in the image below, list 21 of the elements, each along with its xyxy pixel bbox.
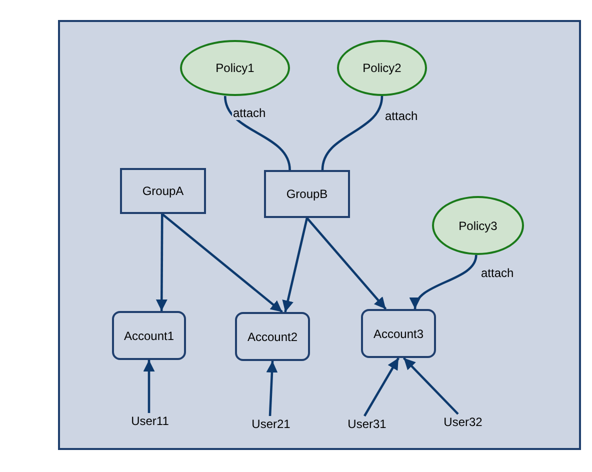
connector-arrow — [282, 218, 308, 312]
connector-arrow — [412, 254, 478, 310]
connector-arrow — [364, 357, 400, 417]
connector-arrow — [156, 214, 168, 311]
connector-arrow — [143, 360, 155, 413]
account-box: Account2 — [235, 312, 310, 361]
user-label: User32 — [438, 414, 488, 430]
user-label: User31 — [342, 416, 392, 432]
connector-arrow — [161, 213, 283, 313]
group-box: GroupA — [120, 168, 206, 214]
connector-arrow — [306, 217, 387, 310]
connector-arrow — [266, 360, 278, 416]
group-box: GroupB — [264, 170, 350, 218]
edge-label: attach — [480, 266, 515, 280]
connector-arrow — [402, 357, 459, 415]
account-box: Account1 — [112, 311, 186, 360]
edge-label: attach — [384, 109, 419, 123]
edge-label: attach — [232, 106, 267, 120]
user-label: User11 — [125, 413, 175, 429]
account-box: Account3 — [361, 309, 436, 358]
user-label: User21 — [246, 416, 296, 432]
